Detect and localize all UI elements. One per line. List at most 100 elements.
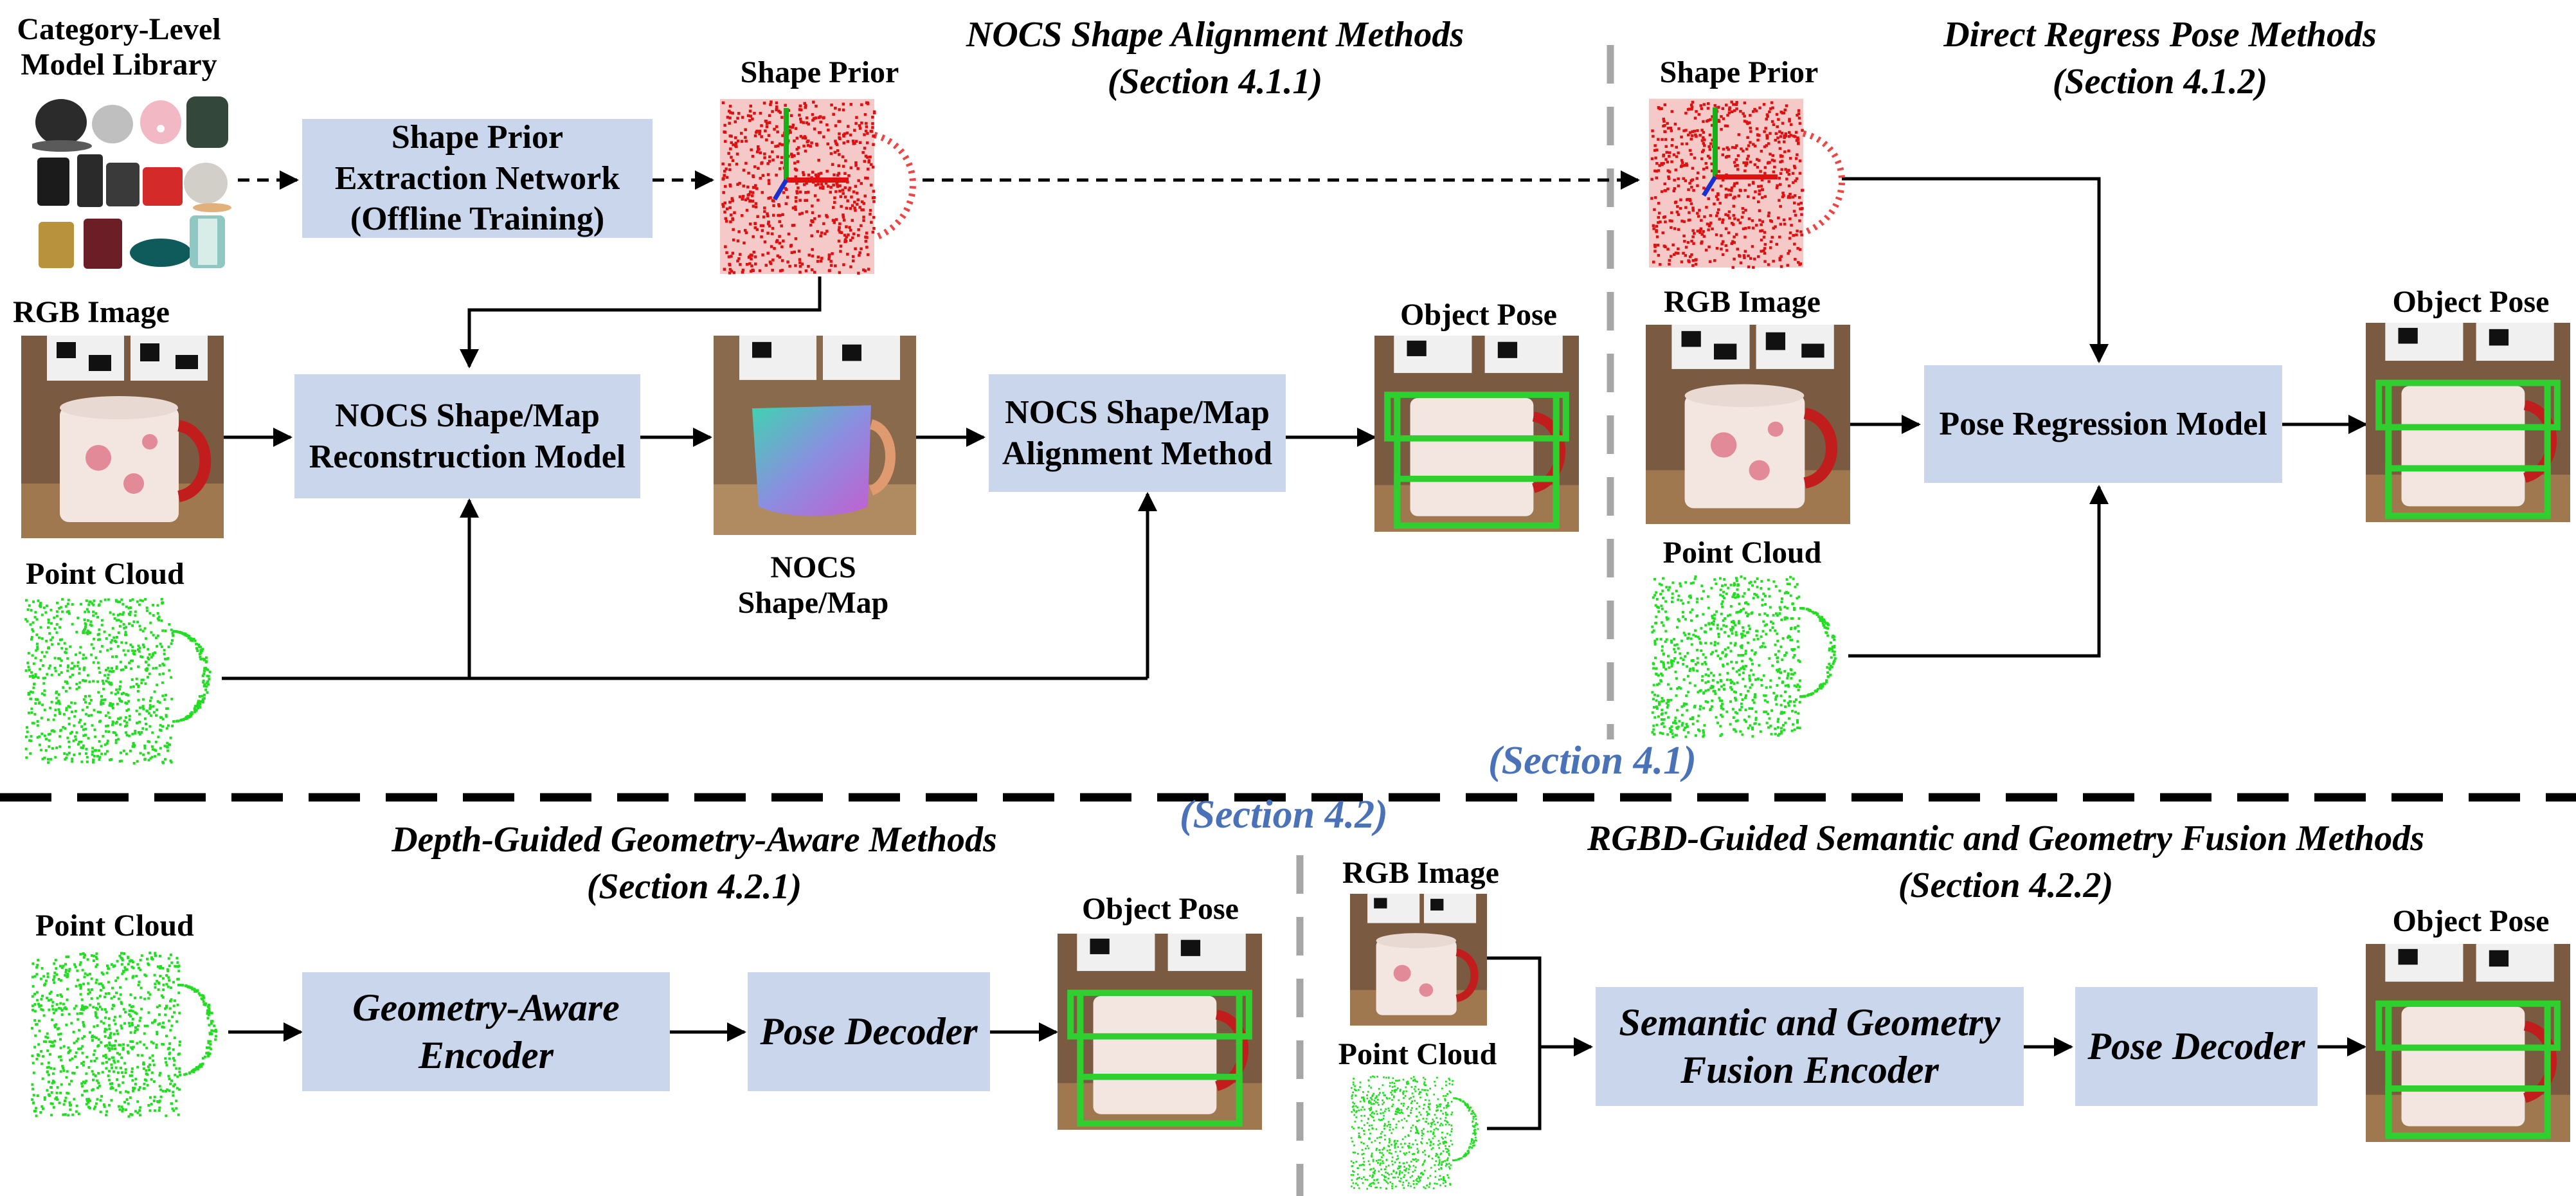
point <box>139 959 142 962</box>
point <box>64 690 68 693</box>
point <box>1827 675 1830 678</box>
point <box>64 605 68 608</box>
point <box>31 1004 34 1008</box>
point <box>1713 203 1716 206</box>
point <box>1673 719 1677 722</box>
point <box>44 738 48 741</box>
point <box>1717 105 1720 109</box>
point <box>1702 186 1706 190</box>
point <box>1790 729 1794 732</box>
point <box>831 219 835 222</box>
point <box>1418 1111 1421 1114</box>
point <box>1416 1160 1418 1163</box>
point <box>1382 1162 1384 1164</box>
point <box>761 253 764 257</box>
point <box>813 217 816 221</box>
point <box>1796 230 1799 233</box>
point <box>794 264 797 267</box>
point <box>1779 183 1782 186</box>
point <box>210 1020 213 1023</box>
point <box>120 1056 123 1059</box>
point <box>1713 104 1716 107</box>
point <box>1781 195 1785 199</box>
point <box>205 660 208 663</box>
point <box>1672 189 1675 193</box>
point <box>73 963 77 966</box>
point <box>43 1096 46 1099</box>
point <box>1383 1110 1386 1112</box>
point <box>66 680 68 684</box>
point <box>1708 260 1712 263</box>
point <box>1691 235 1695 239</box>
point <box>1466 1153 1468 1155</box>
point <box>146 957 149 961</box>
point <box>1713 644 1716 647</box>
point <box>1778 732 1781 736</box>
point <box>1779 111 1783 114</box>
point <box>770 232 774 235</box>
title-line: (Section 4.1.1) <box>1107 61 1323 102</box>
point <box>99 989 102 992</box>
point <box>1356 1173 1359 1175</box>
point <box>170 698 174 701</box>
point <box>1722 619 1725 622</box>
point <box>32 1008 34 1011</box>
point <box>1652 260 1655 264</box>
point <box>90 997 93 1000</box>
point <box>1675 694 1678 697</box>
point <box>114 640 118 644</box>
point <box>32 621 35 624</box>
point <box>1711 169 1714 172</box>
point <box>100 694 103 698</box>
point <box>753 255 757 258</box>
point <box>744 161 748 165</box>
point <box>168 1051 172 1055</box>
point <box>733 211 736 214</box>
point <box>1422 1163 1425 1165</box>
point <box>28 739 32 742</box>
point <box>160 716 163 720</box>
point <box>1749 130 1752 133</box>
point <box>1401 1172 1403 1173</box>
point <box>177 1053 180 1056</box>
point <box>1402 1127 1404 1129</box>
point <box>132 743 135 745</box>
point <box>53 1011 55 1015</box>
point <box>1356 1177 1359 1179</box>
point <box>114 739 118 742</box>
point <box>209 1043 212 1046</box>
point <box>136 600 139 603</box>
point <box>1383 1127 1385 1130</box>
point <box>128 1004 131 1007</box>
point <box>30 638 33 641</box>
point <box>1734 158 1738 161</box>
point <box>100 703 103 706</box>
point <box>152 1059 155 1062</box>
point <box>1430 1140 1432 1143</box>
point <box>1670 110 1674 113</box>
point <box>1664 130 1667 134</box>
point <box>46 1070 49 1073</box>
point <box>816 175 820 178</box>
point <box>1790 676 1793 680</box>
point <box>847 188 851 192</box>
point <box>725 251 728 255</box>
point <box>120 693 123 696</box>
point <box>208 678 211 681</box>
point <box>1358 1164 1361 1166</box>
point <box>108 1041 111 1044</box>
point <box>1429 1087 1432 1090</box>
point <box>1731 707 1734 711</box>
point <box>1702 141 1706 145</box>
point <box>805 121 809 125</box>
point <box>1713 617 1716 621</box>
point <box>141 678 145 682</box>
point <box>1470 1143 1472 1145</box>
point <box>1433 1128 1436 1131</box>
point <box>1372 1103 1374 1105</box>
point <box>195 642 198 646</box>
point <box>166 707 169 710</box>
point <box>1751 698 1754 702</box>
point <box>1797 630 1800 633</box>
point <box>125 1098 129 1101</box>
